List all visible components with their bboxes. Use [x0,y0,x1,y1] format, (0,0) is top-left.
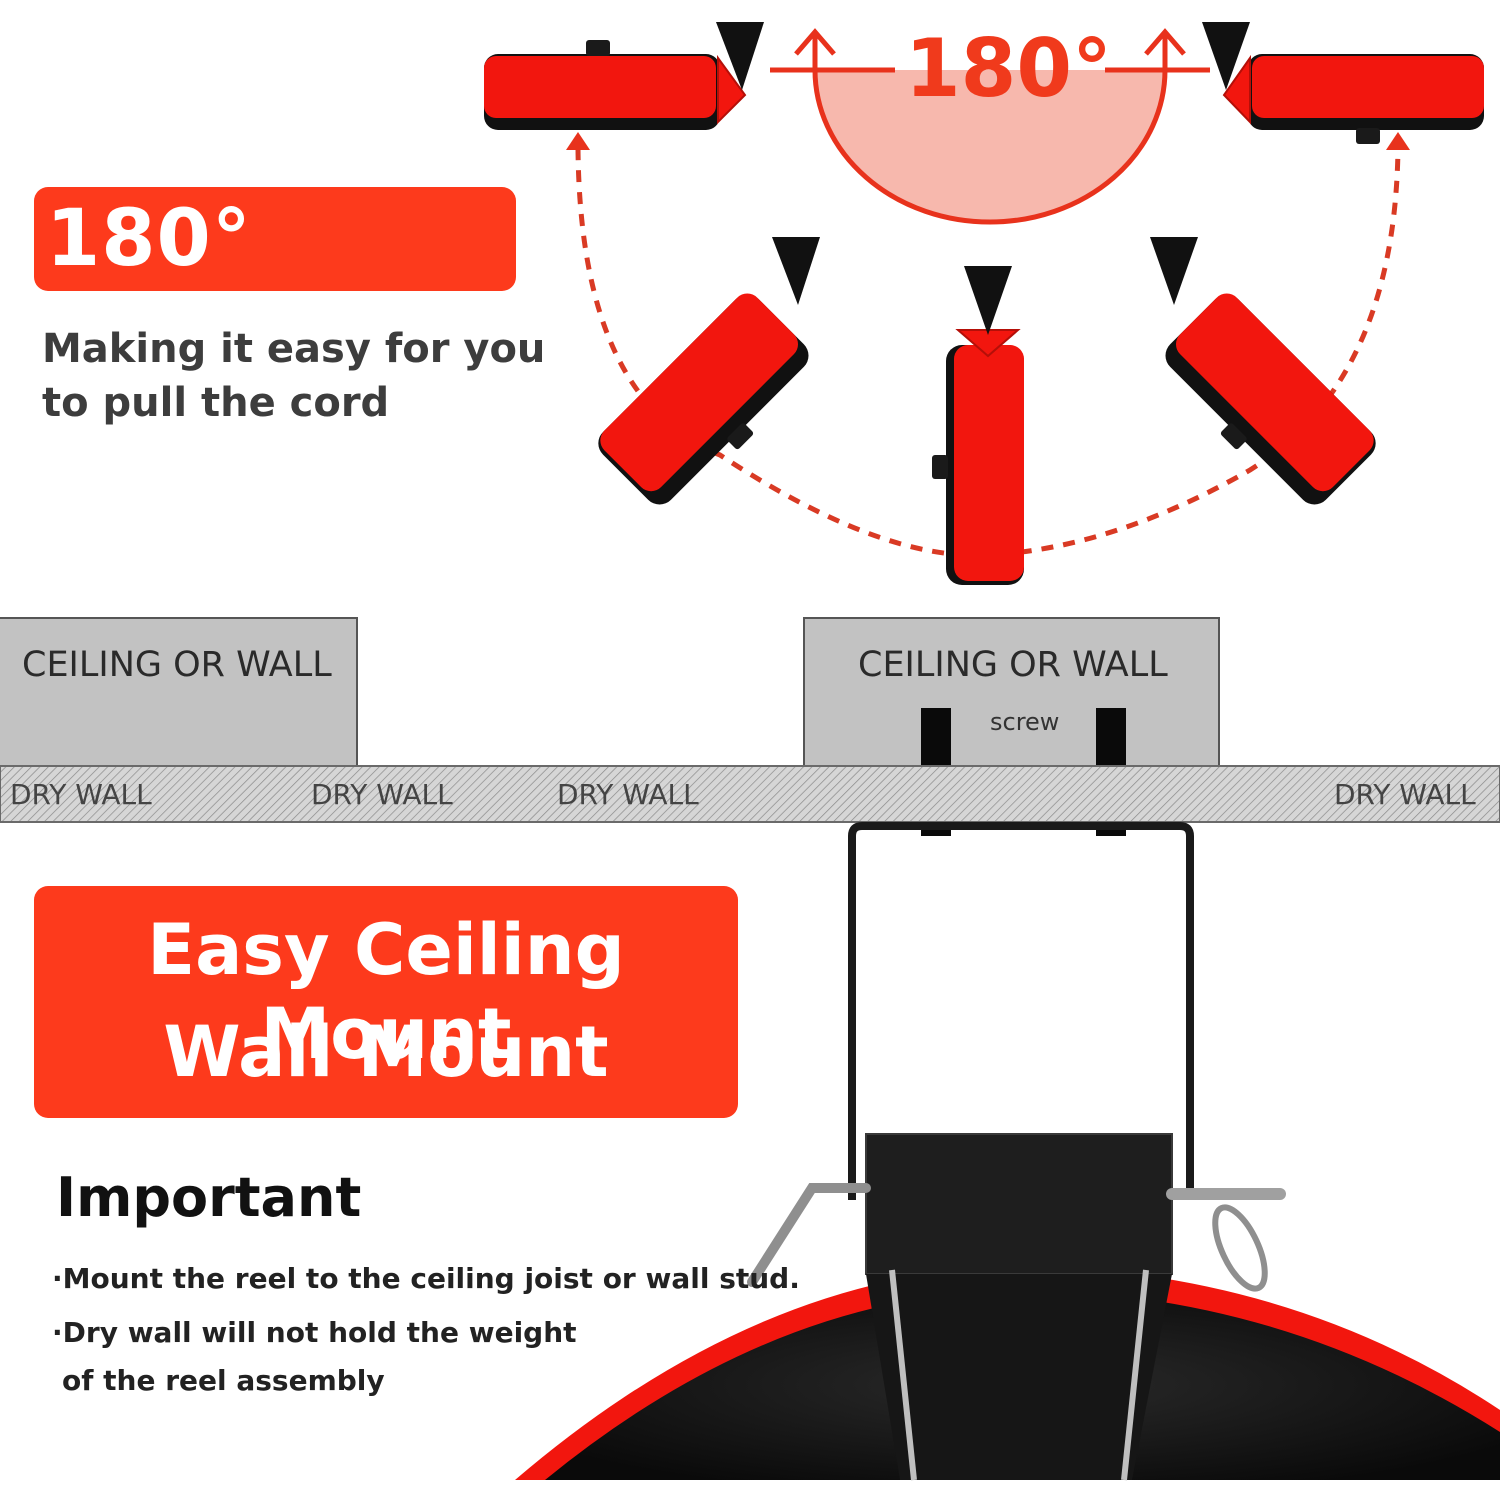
swivel-arm [866,1274,1172,1480]
reel-icon [932,329,1024,585]
arrow-up-icon [566,132,590,150]
reel-icon [598,293,809,505]
pointer-icon [772,237,820,305]
angle-arc-fill [815,70,1165,222]
swivel-badge: 180° Swivel [34,187,516,380]
ceiling-label-left: CEILING OR WALL [22,645,332,685]
reel-icon [1165,293,1376,505]
angle-arc-outline [812,69,1168,225]
screw-left [921,708,951,766]
pointer-icon [716,22,764,90]
angle-label: 180° [905,22,1112,115]
ceiling-label-right: CEILING OR WALL [858,645,1168,685]
mount-title-line2: Wall Mount [163,1011,609,1093]
axle-pin-left [747,1183,871,1287]
reel-icon [1222,54,1484,144]
pointer-icon [1202,22,1250,90]
drywall-label: DRY WALL [311,778,453,811]
mount-title-line1: Easy Ceiling Mount [147,909,625,1075]
screw-label: screw [990,708,1060,736]
drywall-band [0,765,1500,823]
ceiling-block-right [803,617,1220,767]
drywall-label: DRY WALL [1334,778,1476,811]
swivel-subtitle-line2: to pull the cord [42,380,390,426]
ceiling-block-left [0,617,358,767]
axle-ring [1212,1204,1268,1292]
note-drywall-line2: of the reel assembly [62,1364,385,1397]
pointer-icon [1150,237,1198,305]
drywall-label: DRY WALL [10,778,152,811]
swivel-subtitle-line1: Making it easy for you [42,326,546,372]
important-heading: Important [56,1166,362,1229]
swivel-title: 180° Swivel [46,194,338,380]
mount-badge: Easy Ceiling Mount Wall Mount [34,886,738,1118]
arrow-up-icon [1144,28,1186,72]
drywall-label: DRY WALL [557,778,699,811]
note-drywall-line1: ·Dry wall will not hold the weight [52,1316,577,1349]
arrow-up-icon [794,28,836,72]
note-joist: ·Mount the reel to the ceiling joist or … [52,1262,800,1295]
pointer-icon [964,266,1012,335]
screw-right [1096,708,1126,766]
mounting-bracket-icon [848,822,1194,1200]
arrow-up-icon [1386,132,1410,150]
reel-icon [484,40,747,130]
swivel-head [865,1133,1173,1275]
swivel-arm-edge [889,1269,917,1481]
swivel-arm-edge [1121,1269,1149,1481]
